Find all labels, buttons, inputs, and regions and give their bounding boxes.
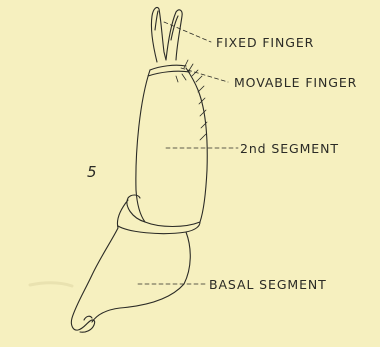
basal-segment-right [92, 232, 190, 322]
label-basal-segment: BASAL SEGMENT [209, 277, 327, 292]
finger-joint-band [150, 65, 186, 70]
fixed-finger-outline [151, 7, 166, 62]
basal-segment-tip [71, 318, 94, 332]
figure-number: 5 [87, 163, 97, 181]
basal-segment-hook [84, 316, 92, 320]
leader-line-movable-finger [181, 68, 228, 82]
label-second-segment: 2nd SEGMENT [240, 141, 339, 156]
fixed-finger-inner-line [155, 11, 158, 30]
basal-joint-lower [118, 222, 200, 234]
paper-smudge [30, 283, 72, 286]
movable-finger-outline [166, 10, 182, 60]
label-fixed-finger: FIXED FINGER [216, 35, 314, 50]
finger-joint-band-lower [148, 71, 190, 76]
movable-finger-inner-line [171, 16, 178, 40]
second-segment-outline [136, 68, 207, 227]
basal-segment-upper-left [72, 200, 128, 318]
label-movable-finger: MOVABLE FINGER [234, 75, 357, 90]
hair-marks [176, 60, 207, 140]
